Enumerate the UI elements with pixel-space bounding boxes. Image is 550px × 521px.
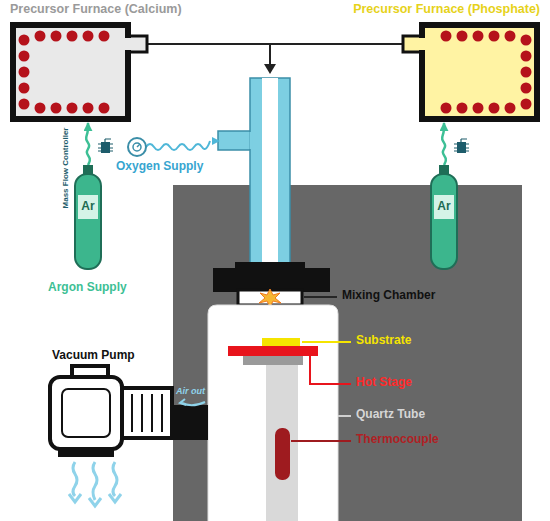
heater-coil: [473, 31, 484, 42]
heater-coil: [521, 51, 532, 62]
cylinder-outline: [74, 165, 102, 270]
controller-icon: [454, 139, 469, 153]
supply-label: Argon Supply: [48, 281, 127, 295]
furnace-wall: [13, 25, 128, 119]
heater-coil: [457, 31, 468, 42]
heater-coil: [99, 31, 110, 42]
gas-line: [442, 123, 446, 165]
part-label: Mixing Chamber: [342, 289, 435, 303]
leader-line: [304, 296, 337, 298]
thermocouple: [275, 428, 290, 480]
heater-coil: [441, 103, 452, 114]
injector-tube: [218, 78, 290, 290]
leader-line: [291, 440, 351, 442]
furnace-wall: [422, 25, 537, 119]
leader-line: [338, 415, 351, 417]
leader-line: [302, 341, 351, 343]
gas-cylinder: Ar: [74, 165, 102, 270]
feed-arrow: [269, 44, 271, 66]
heater-coil: [505, 31, 516, 42]
heater-coil: [505, 103, 516, 114]
controller-icon: [98, 139, 113, 153]
heater-coil: [521, 67, 532, 78]
gas-name: Ar: [437, 200, 450, 214]
heater-coil: [521, 83, 532, 94]
part-label: Substrate: [356, 334, 411, 348]
furnace-title: Precursor Furnace (Calcium): [10, 2, 182, 16]
part-label: Vacuum Pump: [52, 349, 135, 363]
housing-block: [173, 185, 522, 521]
heater-coil: [473, 103, 484, 114]
heater-coil: [51, 31, 62, 42]
heater-coil: [19, 51, 30, 62]
part-label: Quartz Tube: [356, 408, 425, 422]
furnace-box: Precursor Furnace (Calcium): [10, 2, 184, 122]
vacuum-pump: [50, 366, 208, 506]
quartz-tube: [208, 305, 338, 521]
cylinder-outline: [430, 165, 458, 270]
component-label: Mass Flow Controller: [61, 128, 70, 209]
heater-coil: [521, 35, 532, 46]
hot-stage: [228, 346, 318, 356]
heater-coil: [489, 31, 500, 42]
heater-coil: [521, 99, 532, 110]
heater-coil: [457, 103, 468, 114]
heater-coil: [35, 103, 46, 114]
heater-coil: [99, 103, 110, 114]
heater-coil: [441, 31, 452, 42]
part-label: Thermocouple: [356, 433, 439, 447]
gas-line: [86, 123, 90, 165]
substrate: [262, 338, 300, 346]
furnace-outline: [400, 22, 540, 122]
furnace-box: Precursor Furnace (Phosphate): [351, 2, 540, 122]
leader-line: [310, 356, 351, 384]
furnace-outline: [10, 22, 150, 122]
heater-coil: [19, 99, 30, 110]
heater-coil: [67, 31, 78, 42]
heater-coil: [19, 67, 30, 78]
part-label: Hot Stage: [356, 376, 412, 390]
heater-coil: [67, 103, 78, 114]
heater-coil: [83, 31, 94, 42]
furnace-title: Precursor Furnace (Phosphate): [353, 2, 540, 16]
heater-coil: [35, 31, 46, 42]
gas-name: Ar: [81, 200, 94, 214]
oxygen-source: [128, 137, 220, 156]
support-rod: [266, 356, 298, 521]
feed-arrowhead: [264, 64, 276, 74]
heater-coil: [19, 35, 30, 46]
precursor-line: [147, 43, 403, 45]
heater-coil: [489, 103, 500, 114]
supply-label: Oxygen Supply: [116, 160, 203, 174]
ignition-burst: [259, 289, 281, 307]
heater-coil: [83, 103, 94, 114]
heater-coil: [51, 103, 62, 114]
gas-cylinder: Ar: [430, 165, 458, 270]
heater-coil: [19, 83, 30, 94]
flow-label: Air out: [176, 386, 205, 396]
stage-mount: [243, 356, 303, 365]
